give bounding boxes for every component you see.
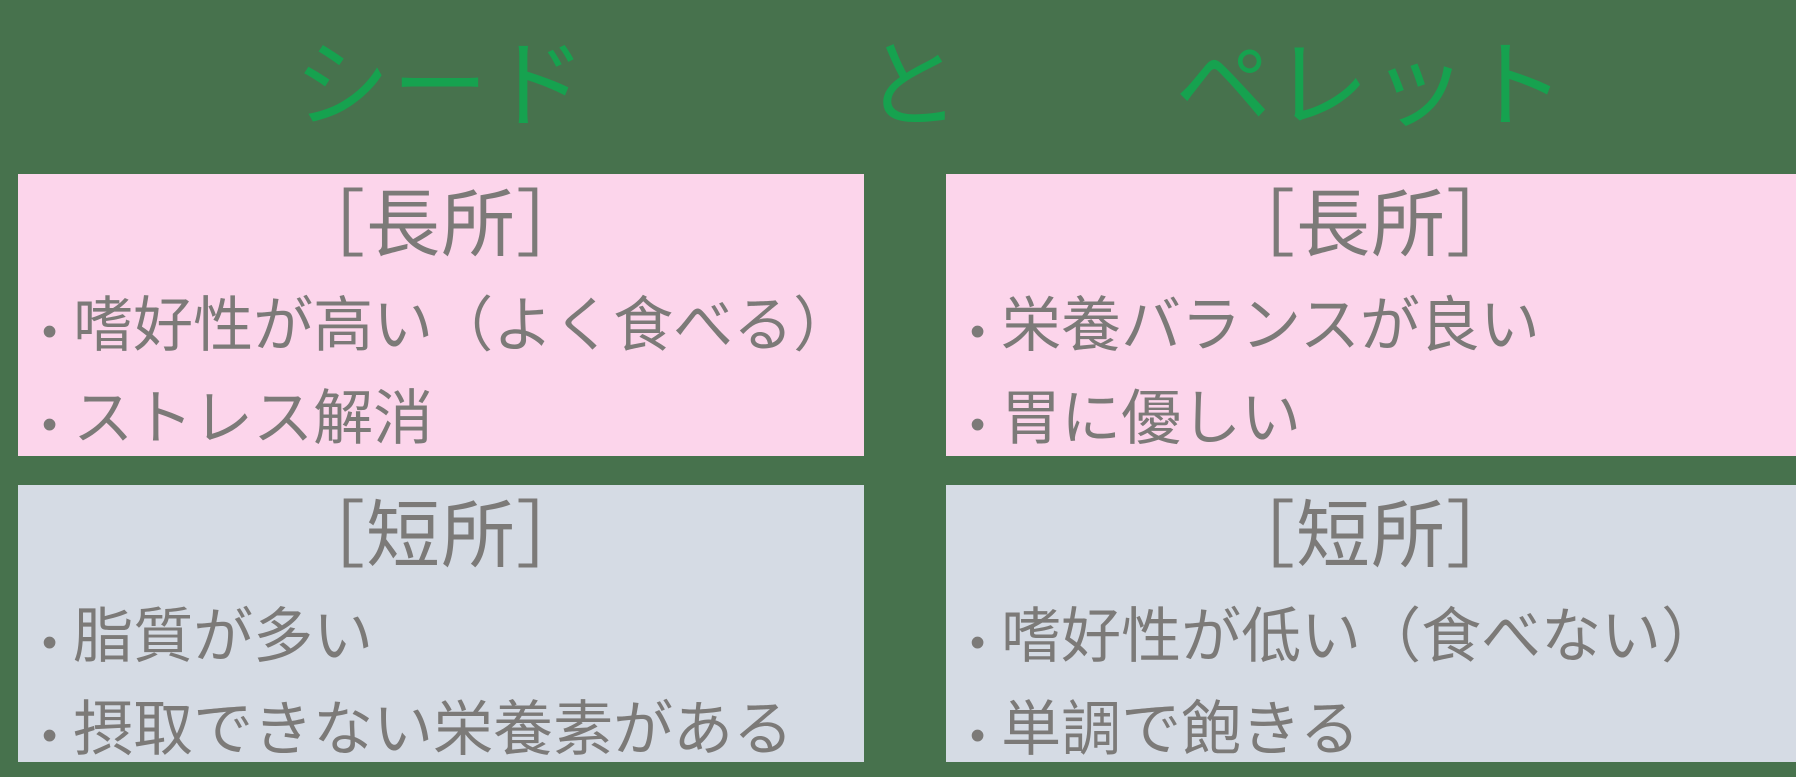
cons-list: • 嗜好性が低い（食べない） • 単調で飽きる xyxy=(960,590,1782,762)
pellet-pros-box: ［長所］ • 栄養バランスが良い • 胃に優しい xyxy=(946,174,1796,456)
box-heading-pros: ［長所］ xyxy=(291,183,591,266)
pros-list: • 栄養バランスが良い • 胃に優しい xyxy=(960,279,1782,456)
comparison-grid: ［長所］ • 嗜好性が高い（よく食べる） • ストレス解消 ［長所］ • 栄養バ… xyxy=(18,174,1796,762)
title-pellet: ペレット xyxy=(1175,33,1567,140)
list-item-text: 嗜好性が高い（よく食べる） xyxy=(73,291,854,359)
pellet-cons-box: ［短所］ • 嗜好性が低い（食べない） • 単調で飽きる xyxy=(946,485,1796,762)
bullet-icon: • xyxy=(42,711,58,760)
bullet-icon: • xyxy=(970,307,986,356)
title-seed: シード xyxy=(294,33,588,140)
list-item-text: ストレス解消 xyxy=(73,384,434,452)
seed-pros-box: ［長所］ • 嗜好性が高い（よく食べる） • ストレス解消 xyxy=(18,174,864,456)
list-item-text: 脂質が多い xyxy=(73,602,374,670)
list-item: • 摂取できない栄養素がある xyxy=(42,683,850,762)
list-item: • 嗜好性が高い（よく食べる） xyxy=(42,279,854,372)
slide-title: シード と ペレット xyxy=(0,0,1796,174)
list-item: • 栄養バランスが良い xyxy=(970,279,1782,372)
pros-list: • 嗜好性が高い（よく食べる） • ストレス解消 xyxy=(32,279,854,456)
bullet-icon: • xyxy=(42,307,58,356)
box-heading-pros: ［長所］ xyxy=(1221,183,1521,266)
list-item: • 胃に優しい xyxy=(970,372,1782,456)
box-heading-cons: ［短所］ xyxy=(291,494,591,577)
title-connector: と xyxy=(864,33,962,140)
list-item: • ストレス解消 xyxy=(42,372,850,456)
cons-list: • 脂質が多い • 摂取できない栄養素がある xyxy=(32,590,850,762)
list-item-text: 胃に優しい xyxy=(1001,384,1302,452)
list-item-text: 栄養バランスが良い xyxy=(1001,291,1540,359)
list-item: • 脂質が多い xyxy=(42,590,850,683)
seed-cons-box: ［短所］ • 脂質が多い • 摂取できない栄養素がある xyxy=(18,485,864,762)
bullet-icon: • xyxy=(970,618,986,667)
list-item-text: 摂取できない栄養素がある xyxy=(73,695,794,762)
bullet-icon: • xyxy=(970,400,986,449)
bullet-icon: • xyxy=(970,711,986,760)
bullet-icon: • xyxy=(42,618,58,667)
bullet-icon: • xyxy=(42,400,58,449)
list-item: • 単調で飽きる xyxy=(970,683,1782,762)
list-item-text: 単調で飽きる xyxy=(1001,695,1360,762)
box-heading-cons: ［短所］ xyxy=(1221,494,1521,577)
list-item: • 嗜好性が低い（食べない） xyxy=(970,590,1782,683)
list-item-text: 嗜好性が低い（食べない） xyxy=(1001,602,1722,670)
